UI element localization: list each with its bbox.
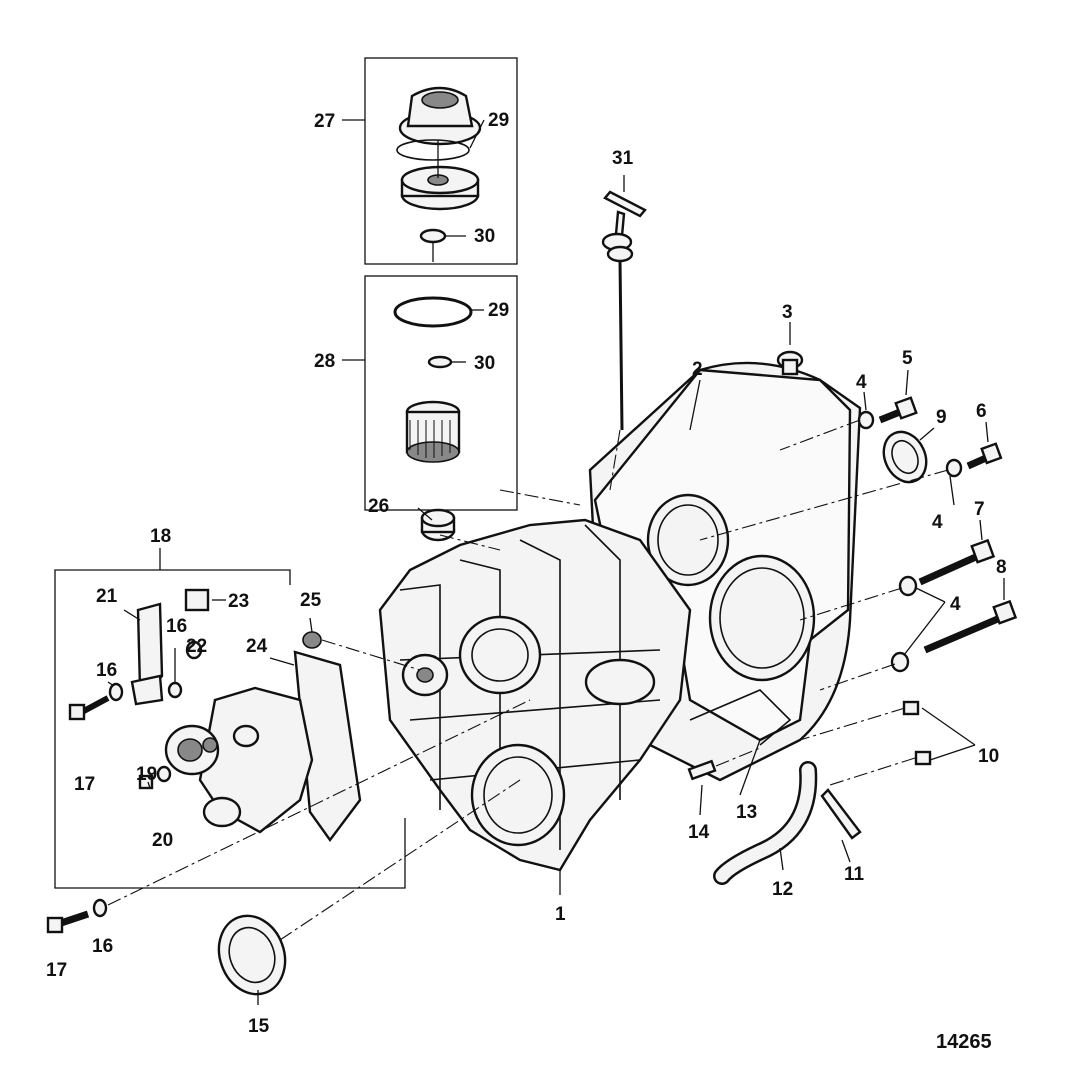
- callout-22: 22: [186, 636, 207, 657]
- callout-16-left: 16: [96, 660, 117, 681]
- callout-13: 13: [736, 802, 757, 823]
- callout-5: 5: [902, 348, 913, 369]
- drain-plug: [776, 350, 804, 376]
- bolt-5: [878, 396, 918, 424]
- hose-12: [713, 761, 818, 885]
- dowel-14: [687, 759, 717, 781]
- washer-4d: [890, 651, 910, 673]
- callout-14: 14: [688, 822, 710, 843]
- callout-29-upper: 29: [488, 110, 509, 131]
- callout-6: 6: [976, 401, 987, 422]
- callout-4-upper: 4: [856, 372, 867, 393]
- inset-box-filter-cap: [364, 57, 518, 265]
- callout-8: 8: [996, 557, 1007, 578]
- filter-element: [393, 296, 473, 463]
- callout-11: 11: [844, 864, 865, 885]
- callout-7: 7: [974, 499, 985, 520]
- callout-16-lower: 16: [92, 936, 113, 957]
- callout-12: 12: [772, 879, 793, 900]
- figure-number: 14265: [936, 1031, 992, 1053]
- washer-4a: [857, 410, 875, 430]
- callout-30-upper: 30: [474, 226, 495, 247]
- callout-2: 2: [692, 359, 703, 380]
- inset-box-valve-assembly: [54, 569, 406, 889]
- callout-27: 27: [314, 111, 335, 132]
- plug-25: [302, 631, 322, 649]
- bolt-7: [918, 538, 996, 586]
- callout-26: 26: [368, 496, 389, 517]
- callout-15: 15: [248, 1016, 270, 1037]
- plug-26: [420, 508, 456, 542]
- seal-9: [882, 430, 928, 484]
- callout-17-upper: 17: [74, 774, 95, 795]
- callout-19: 19: [136, 764, 157, 785]
- callout-4-middle: 4: [932, 512, 943, 533]
- valve-assembly: [68, 588, 362, 843]
- callout-18: 18: [150, 526, 171, 547]
- washer-4c: [898, 575, 918, 597]
- callout-20: 20: [152, 830, 173, 851]
- callout-3: 3: [782, 302, 793, 323]
- callout-17-lower: 17: [46, 960, 67, 981]
- clamp-11: [820, 788, 862, 840]
- bolt-8: [923, 599, 1018, 654]
- callout-1: 1: [555, 904, 566, 925]
- callout-9: 9: [936, 407, 947, 428]
- callout-23: 23: [228, 591, 249, 612]
- callout-29-lower: 29: [488, 300, 509, 321]
- callout-31: 31: [612, 148, 634, 169]
- callout-24: 24: [246, 636, 268, 657]
- bolt-17-lower: [46, 910, 90, 934]
- callout-25: 25: [300, 590, 322, 611]
- callout-16-upper: 16: [166, 616, 187, 637]
- callout-10: 10: [978, 746, 999, 767]
- alignment-lines: [107, 419, 949, 941]
- callout-21: 21: [96, 586, 118, 607]
- callout-28: 28: [314, 351, 335, 372]
- callout-labels: 1 2 3 4 4 4 5 6 7 8 9 10 11 12 13 14 15 …: [46, 110, 1007, 1037]
- filter-cap: [396, 86, 482, 262]
- leader-lines: [107, 119, 1005, 1005]
- washer-4b: [945, 458, 963, 478]
- bolt-6: [966, 442, 1003, 470]
- callout-30-lower: 30: [474, 353, 495, 374]
- seal-15: [217, 914, 287, 996]
- washer-16-lower: [92, 898, 108, 918]
- callout-4-lower: 4: [950, 594, 961, 615]
- dipstick: [601, 190, 647, 431]
- transmission-housing: [378, 361, 862, 872]
